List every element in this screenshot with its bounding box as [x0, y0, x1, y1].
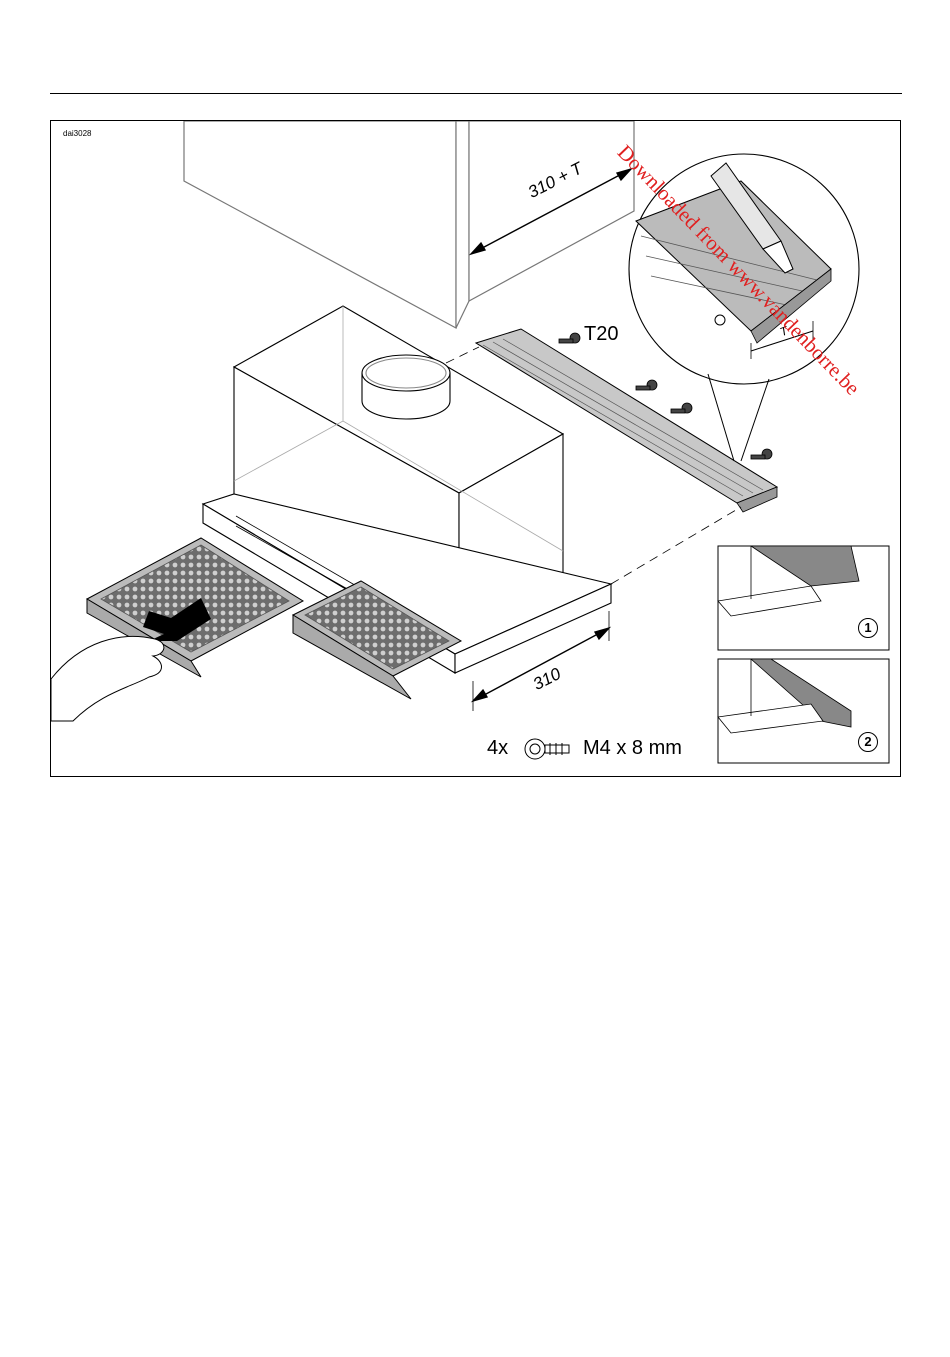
installation-figure: dai3028 T20 310 + T 310 T 4x M4 x 8 mm 1… [50, 120, 901, 777]
screw-icon [525, 739, 569, 759]
installation-drawing [51, 121, 902, 778]
tool-label: T20 [584, 323, 618, 346]
header-rule [50, 93, 902, 94]
hand [51, 636, 164, 721]
screw-quantity: 4x [487, 737, 508, 760]
step-1-badge: 1 [858, 618, 878, 638]
wall-cabinet [184, 121, 634, 328]
step-2-badge: 2 [858, 732, 878, 752]
figure-reference: dai3028 [63, 129, 91, 138]
duct-collar [362, 355, 450, 419]
screw-spec: M4 x 8 mm [583, 737, 682, 760]
